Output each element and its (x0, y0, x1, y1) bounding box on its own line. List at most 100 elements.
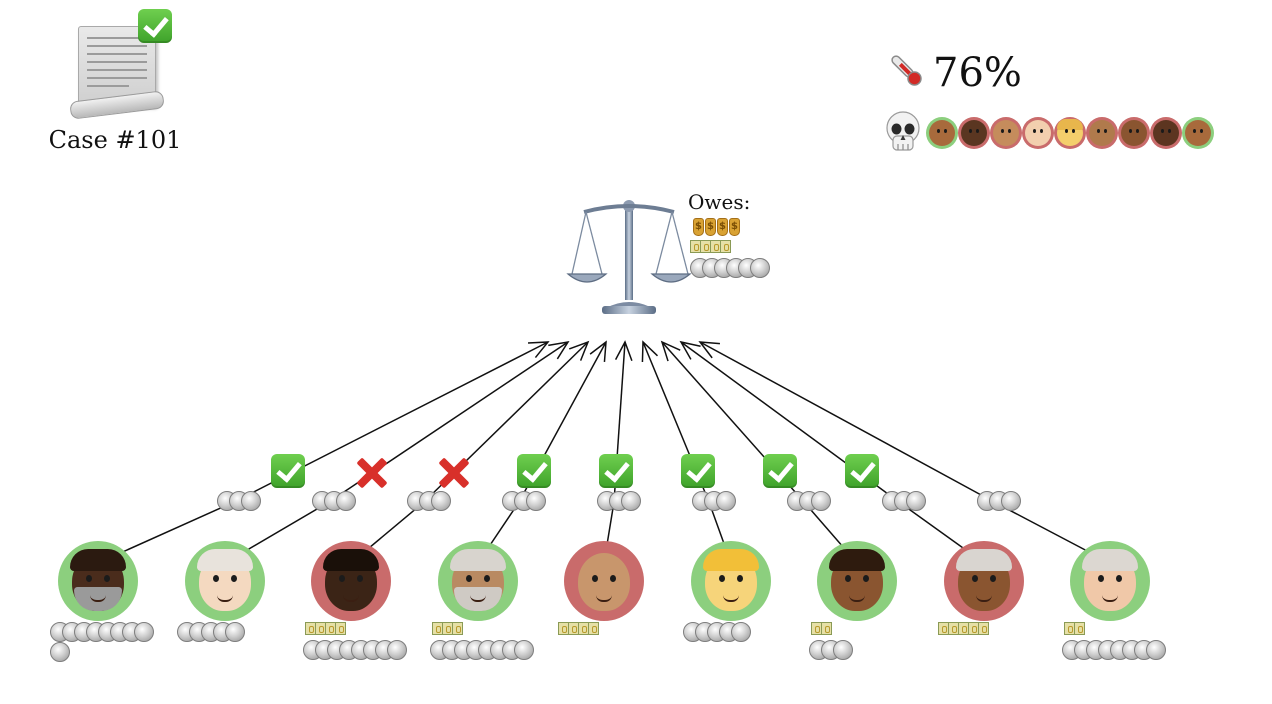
person-coin-row (50, 622, 154, 644)
deceased-avatar[interactable] (1086, 117, 1118, 149)
person-bills (938, 622, 989, 635)
person-coin-row-extra (809, 640, 853, 662)
person-eye (231, 575, 237, 582)
deceased-avatar[interactable] (1118, 117, 1150, 149)
person-avatar[interactable] (185, 541, 265, 621)
person-mouth (849, 595, 865, 602)
stake-coin-row (312, 491, 356, 513)
temperature-value: 76% (933, 50, 1022, 96)
arrow-head (660, 340, 681, 362)
coin-icon (431, 491, 451, 511)
arrow-head (568, 340, 590, 361)
person-avatar[interactable] (1070, 541, 1150, 621)
banknote-icon (1074, 622, 1085, 635)
person-eye (610, 575, 616, 582)
person-hair (450, 549, 506, 571)
verdict-check-icon[interactable] (271, 454, 305, 488)
banknote-icon (588, 622, 599, 635)
owes-money-bags: $$$$ (693, 218, 741, 236)
deceased-avatar[interactable] (990, 117, 1022, 149)
verdict-cross-icon[interactable] (353, 454, 391, 492)
person-coin-row (683, 622, 751, 644)
verdict-check-icon[interactable] (763, 454, 797, 488)
stake-coin-row (217, 491, 261, 513)
deceased-avatar[interactable] (1150, 117, 1182, 149)
coin-icon (134, 622, 154, 642)
person-mouth (723, 595, 739, 602)
verdict-check-icon[interactable] (845, 454, 879, 488)
deceased-avatar[interactable] (1022, 117, 1054, 149)
stake-coins (502, 491, 546, 513)
stake-coins (217, 491, 261, 513)
person-bills (811, 622, 832, 635)
person-avatar[interactable] (817, 541, 897, 621)
person-bills (305, 622, 346, 635)
verdict-check-icon[interactable] (681, 454, 715, 488)
money-bag-icon: $ (729, 218, 740, 236)
person-mouth (976, 595, 992, 602)
money-bag-icon: $ (717, 218, 728, 236)
person-coin-row (303, 640, 407, 662)
verdict-cross-icon[interactable] (435, 454, 473, 492)
person-eye (484, 575, 490, 582)
arrow-head (698, 341, 720, 359)
deceased-avatar[interactable] (1054, 117, 1086, 149)
deceased-avatar[interactable] (958, 117, 990, 149)
person-eye (86, 575, 92, 582)
verdict-check-icon[interactable] (599, 454, 633, 488)
deceased-avatar[interactable] (926, 117, 958, 149)
owes-bills (690, 240, 731, 253)
link-line (699, 341, 995, 503)
person-bill-row (938, 622, 989, 635)
person-bill-row (558, 622, 599, 635)
coin-icon (225, 622, 245, 642)
person-mouth (343, 595, 359, 602)
coin-icon (526, 491, 546, 511)
coin-icon (241, 491, 261, 511)
stake-coins (882, 491, 926, 513)
coin-icon (811, 491, 831, 511)
verdict-check-icon[interactable] (517, 454, 551, 488)
stake-coins (312, 491, 356, 513)
person-mouth (90, 595, 106, 602)
person-coins (177, 622, 245, 644)
stake-coins (692, 491, 736, 513)
coin-icon (387, 640, 407, 660)
coin-icon (833, 640, 853, 660)
person-bill-row (1064, 622, 1085, 635)
person-eye (719, 575, 725, 582)
person-avatar[interactable] (944, 541, 1024, 621)
arrow-head (589, 340, 607, 362)
person-eye (466, 575, 472, 582)
deceased-avatar[interactable] (1182, 117, 1214, 149)
arrow-head (641, 340, 659, 363)
owes-bill-row (690, 240, 731, 253)
person-eye (737, 575, 743, 582)
person-avatar[interactable] (691, 541, 771, 621)
person-bills (432, 622, 463, 635)
thermometer-icon (891, 55, 922, 86)
person-coins (1062, 640, 1166, 662)
person-mouth (470, 595, 486, 602)
person-coin-row (177, 622, 245, 644)
banknote-icon (821, 622, 832, 635)
person-hair (323, 549, 379, 571)
person-bills (1064, 622, 1085, 635)
case-status-check-icon (138, 9, 172, 43)
arrow-head (679, 340, 701, 360)
person-face (578, 553, 630, 611)
person-avatar[interactable] (311, 541, 391, 621)
person-eye (863, 575, 869, 582)
person-avatar[interactable] (438, 541, 518, 621)
stake-coins (407, 491, 451, 513)
person-eye (1098, 575, 1104, 582)
person-bill-row (432, 622, 463, 635)
owes-coins (690, 258, 770, 280)
person-mouth (1102, 595, 1118, 602)
person-coins (683, 622, 751, 644)
stake-coin-row (977, 491, 1021, 513)
person-avatar[interactable] (564, 541, 644, 621)
person-eye (845, 575, 851, 582)
banknote-icon (720, 240, 731, 253)
person-avatar[interactable] (58, 541, 138, 621)
